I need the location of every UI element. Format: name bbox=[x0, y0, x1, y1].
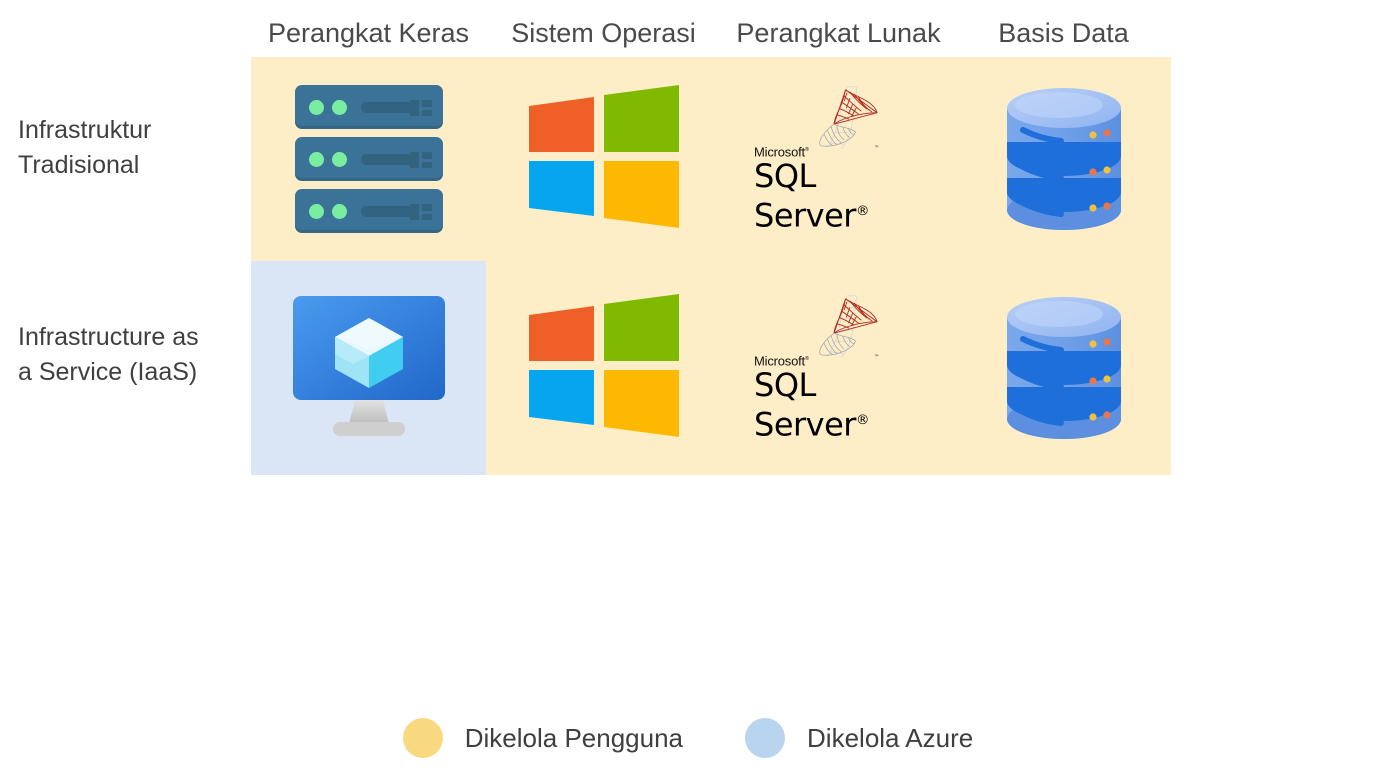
server-unit bbox=[294, 137, 443, 181]
row-label-line: Tradisional bbox=[18, 151, 140, 179]
legend-item-azure-managed: Dikelola Azure bbox=[745, 718, 973, 758]
windows-logo-icon bbox=[529, 85, 679, 228]
server-unit bbox=[294, 189, 443, 233]
server-slot-icon bbox=[360, 206, 419, 217]
cell-iaas-database bbox=[956, 261, 1171, 475]
cell-iaas-operating-system bbox=[486, 261, 721, 475]
legend-item-user-managed: Dikelola Pengguna bbox=[402, 718, 684, 758]
sql-server-logo-icon: ™ Microsoft® SQL Server® bbox=[746, 293, 931, 443]
server-led-icon bbox=[308, 204, 324, 219]
sql-server-wordmark: Microsoft® SQL Server® bbox=[746, 144, 931, 234]
server-vents-icon bbox=[409, 100, 432, 116]
windows-logo-icon bbox=[529, 294, 679, 437]
cell-traditional-operating-system bbox=[486, 57, 721, 261]
server-unit bbox=[294, 85, 443, 129]
sql-server-logo-icon: ™ Microsoft® SQL Server® bbox=[746, 84, 931, 234]
row-label-line: Infrastructure as bbox=[18, 323, 199, 351]
column-header-database: Basis Data bbox=[998, 18, 1129, 48]
column-header-software: Perangkat Lunak bbox=[736, 18, 941, 48]
server-slot-icon bbox=[360, 102, 419, 113]
server-rack-icon bbox=[294, 85, 443, 233]
legend: Dikelola Pengguna Dikelola Azure bbox=[0, 718, 1376, 758]
legend-label-azure-managed: Dikelola Azure bbox=[807, 722, 974, 753]
server-led-icon bbox=[331, 100, 347, 115]
row-label-line: a Service (IaaS) bbox=[18, 358, 198, 386]
database-cylinder-icon bbox=[1006, 88, 1121, 230]
virtual-machine-monitor-icon bbox=[292, 296, 445, 436]
svg-text:™: ™ bbox=[874, 145, 878, 150]
column-header-hardware: Perangkat Keras bbox=[267, 18, 470, 48]
row-label-line: Infrastruktur bbox=[18, 116, 152, 144]
cell-iaas-hardware bbox=[251, 261, 486, 475]
server-slot-icon bbox=[360, 154, 419, 165]
row-label-infrastructure-as-a-service: Infrastructure as a Service (IaaS) bbox=[18, 320, 246, 390]
sql-server-vendor-text: Microsoft® bbox=[754, 353, 809, 369]
sql-server-product-text: SQL Server® bbox=[754, 157, 869, 235]
legend-label-user-managed: Dikelola Pengguna bbox=[464, 722, 684, 753]
legend-swatch-user-icon bbox=[402, 718, 443, 758]
server-led-icon bbox=[308, 100, 324, 115]
row-label-traditional-infrastructure: Infrastruktur Tradisional bbox=[18, 113, 246, 183]
svg-text:™: ™ bbox=[874, 354, 878, 359]
server-vents-icon bbox=[409, 152, 432, 168]
sql-server-mesh-icon: ™ bbox=[818, 86, 878, 150]
database-cylinder-icon bbox=[1006, 297, 1121, 439]
sql-server-vendor-text: Microsoft® bbox=[754, 144, 809, 160]
server-led-icon bbox=[331, 152, 347, 167]
sql-server-wordmark: Microsoft® SQL Server® bbox=[746, 353, 931, 443]
cell-traditional-software: ™ Microsoft® SQL Server® bbox=[721, 57, 956, 261]
column-header-operating-system: Sistem Operasi bbox=[511, 18, 696, 48]
cell-traditional-hardware bbox=[251, 57, 486, 261]
server-led-icon bbox=[331, 204, 347, 219]
sql-server-product-text: SQL Server® bbox=[754, 366, 869, 444]
sql-server-mesh-icon: ™ bbox=[818, 295, 878, 359]
server-led-icon bbox=[308, 152, 324, 167]
cell-iaas-software: ™ Microsoft® SQL Server® bbox=[721, 261, 956, 475]
cell-traditional-database bbox=[956, 57, 1171, 261]
legend-swatch-azure-icon bbox=[745, 718, 786, 758]
server-vents-icon bbox=[409, 204, 432, 220]
